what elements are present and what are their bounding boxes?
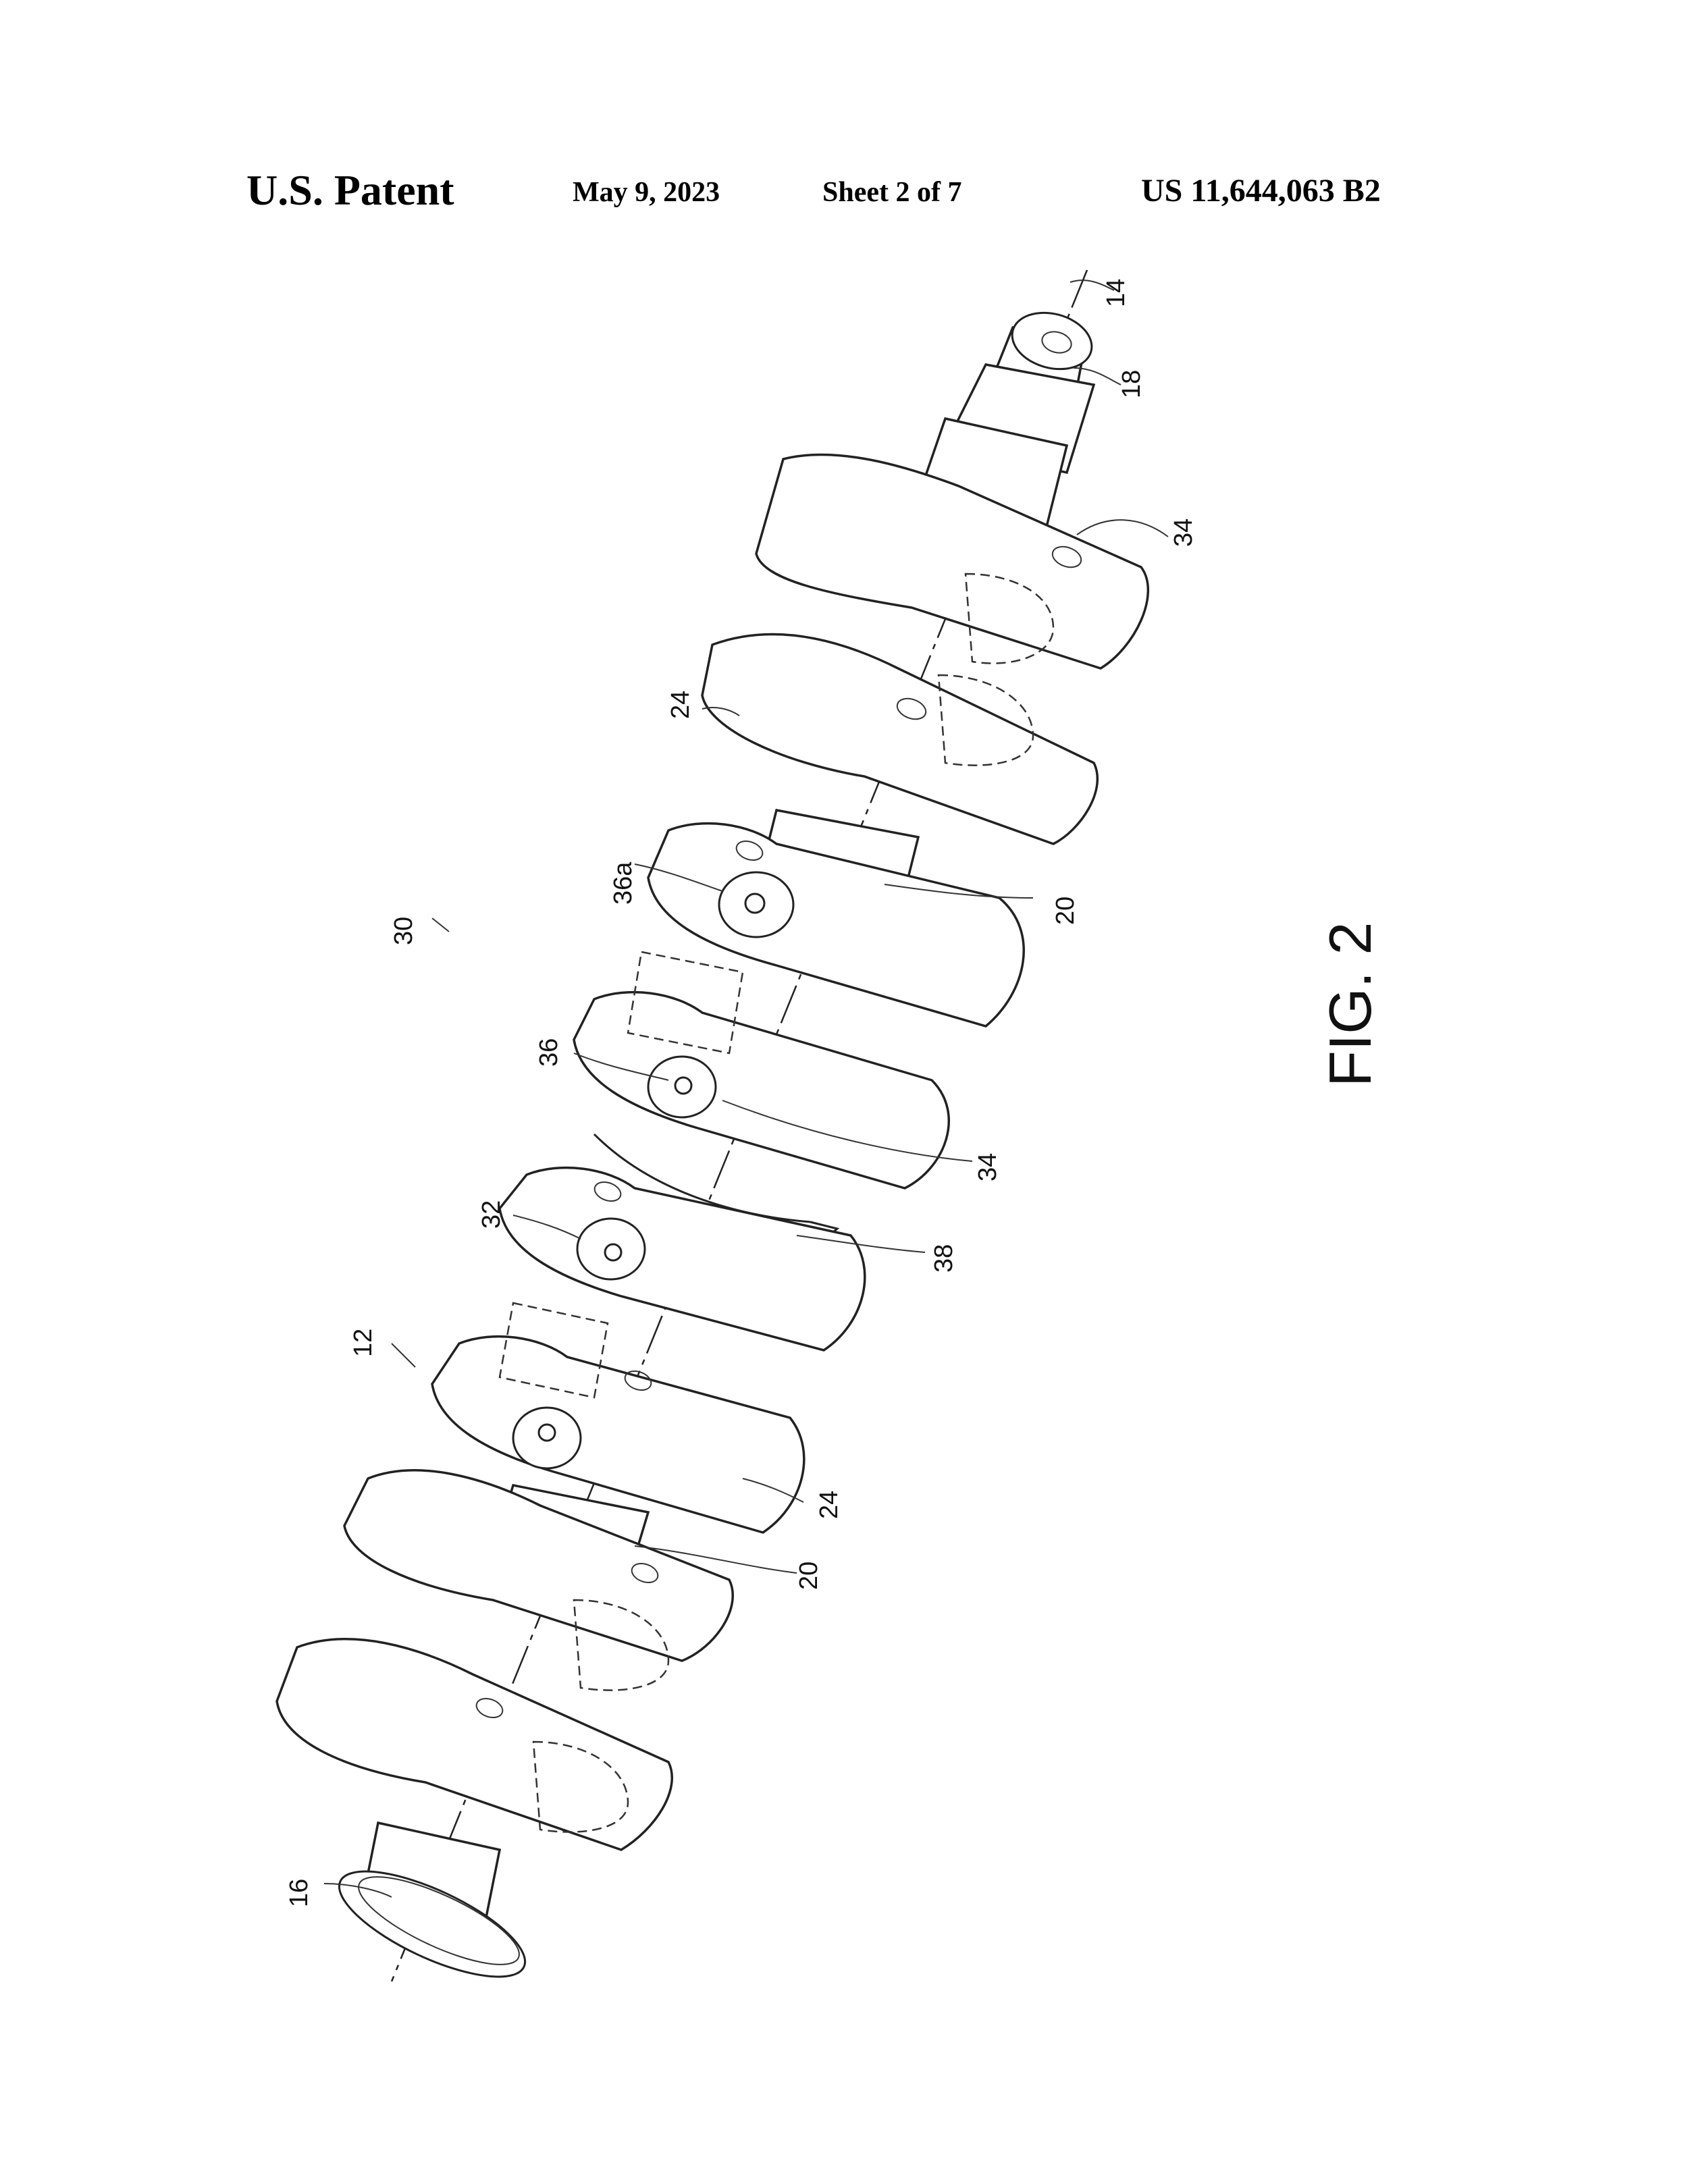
crank-web-bottom-pair <box>275 1469 734 1851</box>
label-34-mid: 34 <box>974 1153 1002 1181</box>
label-14: 14 <box>1102 279 1130 307</box>
header-title: U.S. Patent <box>246 166 454 214</box>
patent-header: U.S. Patent May 9, 2023 Sheet 2 of 7 US … <box>0 165 1688 219</box>
leader-lines <box>323 279 1169 1898</box>
label-12: 12 <box>349 1329 377 1357</box>
label-38: 38 <box>930 1244 958 1273</box>
label-30: 30 <box>390 917 418 945</box>
label-20-top: 20 <box>1051 897 1080 925</box>
header-date: May 9, 2023 <box>573 177 720 208</box>
label-18: 18 <box>1117 370 1146 398</box>
header-patent-number: US 11,644,063 B2 <box>1141 173 1381 209</box>
label-24-bottom: 24 <box>815 1491 843 1519</box>
label-36: 36 <box>535 1038 563 1067</box>
rear-end-flange <box>338 1821 527 1978</box>
label-34-top: 34 <box>1169 518 1198 547</box>
crank-web-lower-pair <box>431 1166 866 1534</box>
label-36a: 36a <box>609 861 637 905</box>
label-32: 32 <box>477 1200 506 1229</box>
crank-web-middle-pair <box>573 822 1025 1190</box>
label-24-top: 24 <box>666 691 695 719</box>
label-16: 16 <box>285 1879 313 1907</box>
figure-caption: FIG. 2 <box>1317 922 1383 1088</box>
crank-web-top-pair <box>701 453 1149 845</box>
header-sheet: Sheet 2 of 7 <box>822 177 962 208</box>
label-20-bottom: 20 <box>795 1562 823 1590</box>
